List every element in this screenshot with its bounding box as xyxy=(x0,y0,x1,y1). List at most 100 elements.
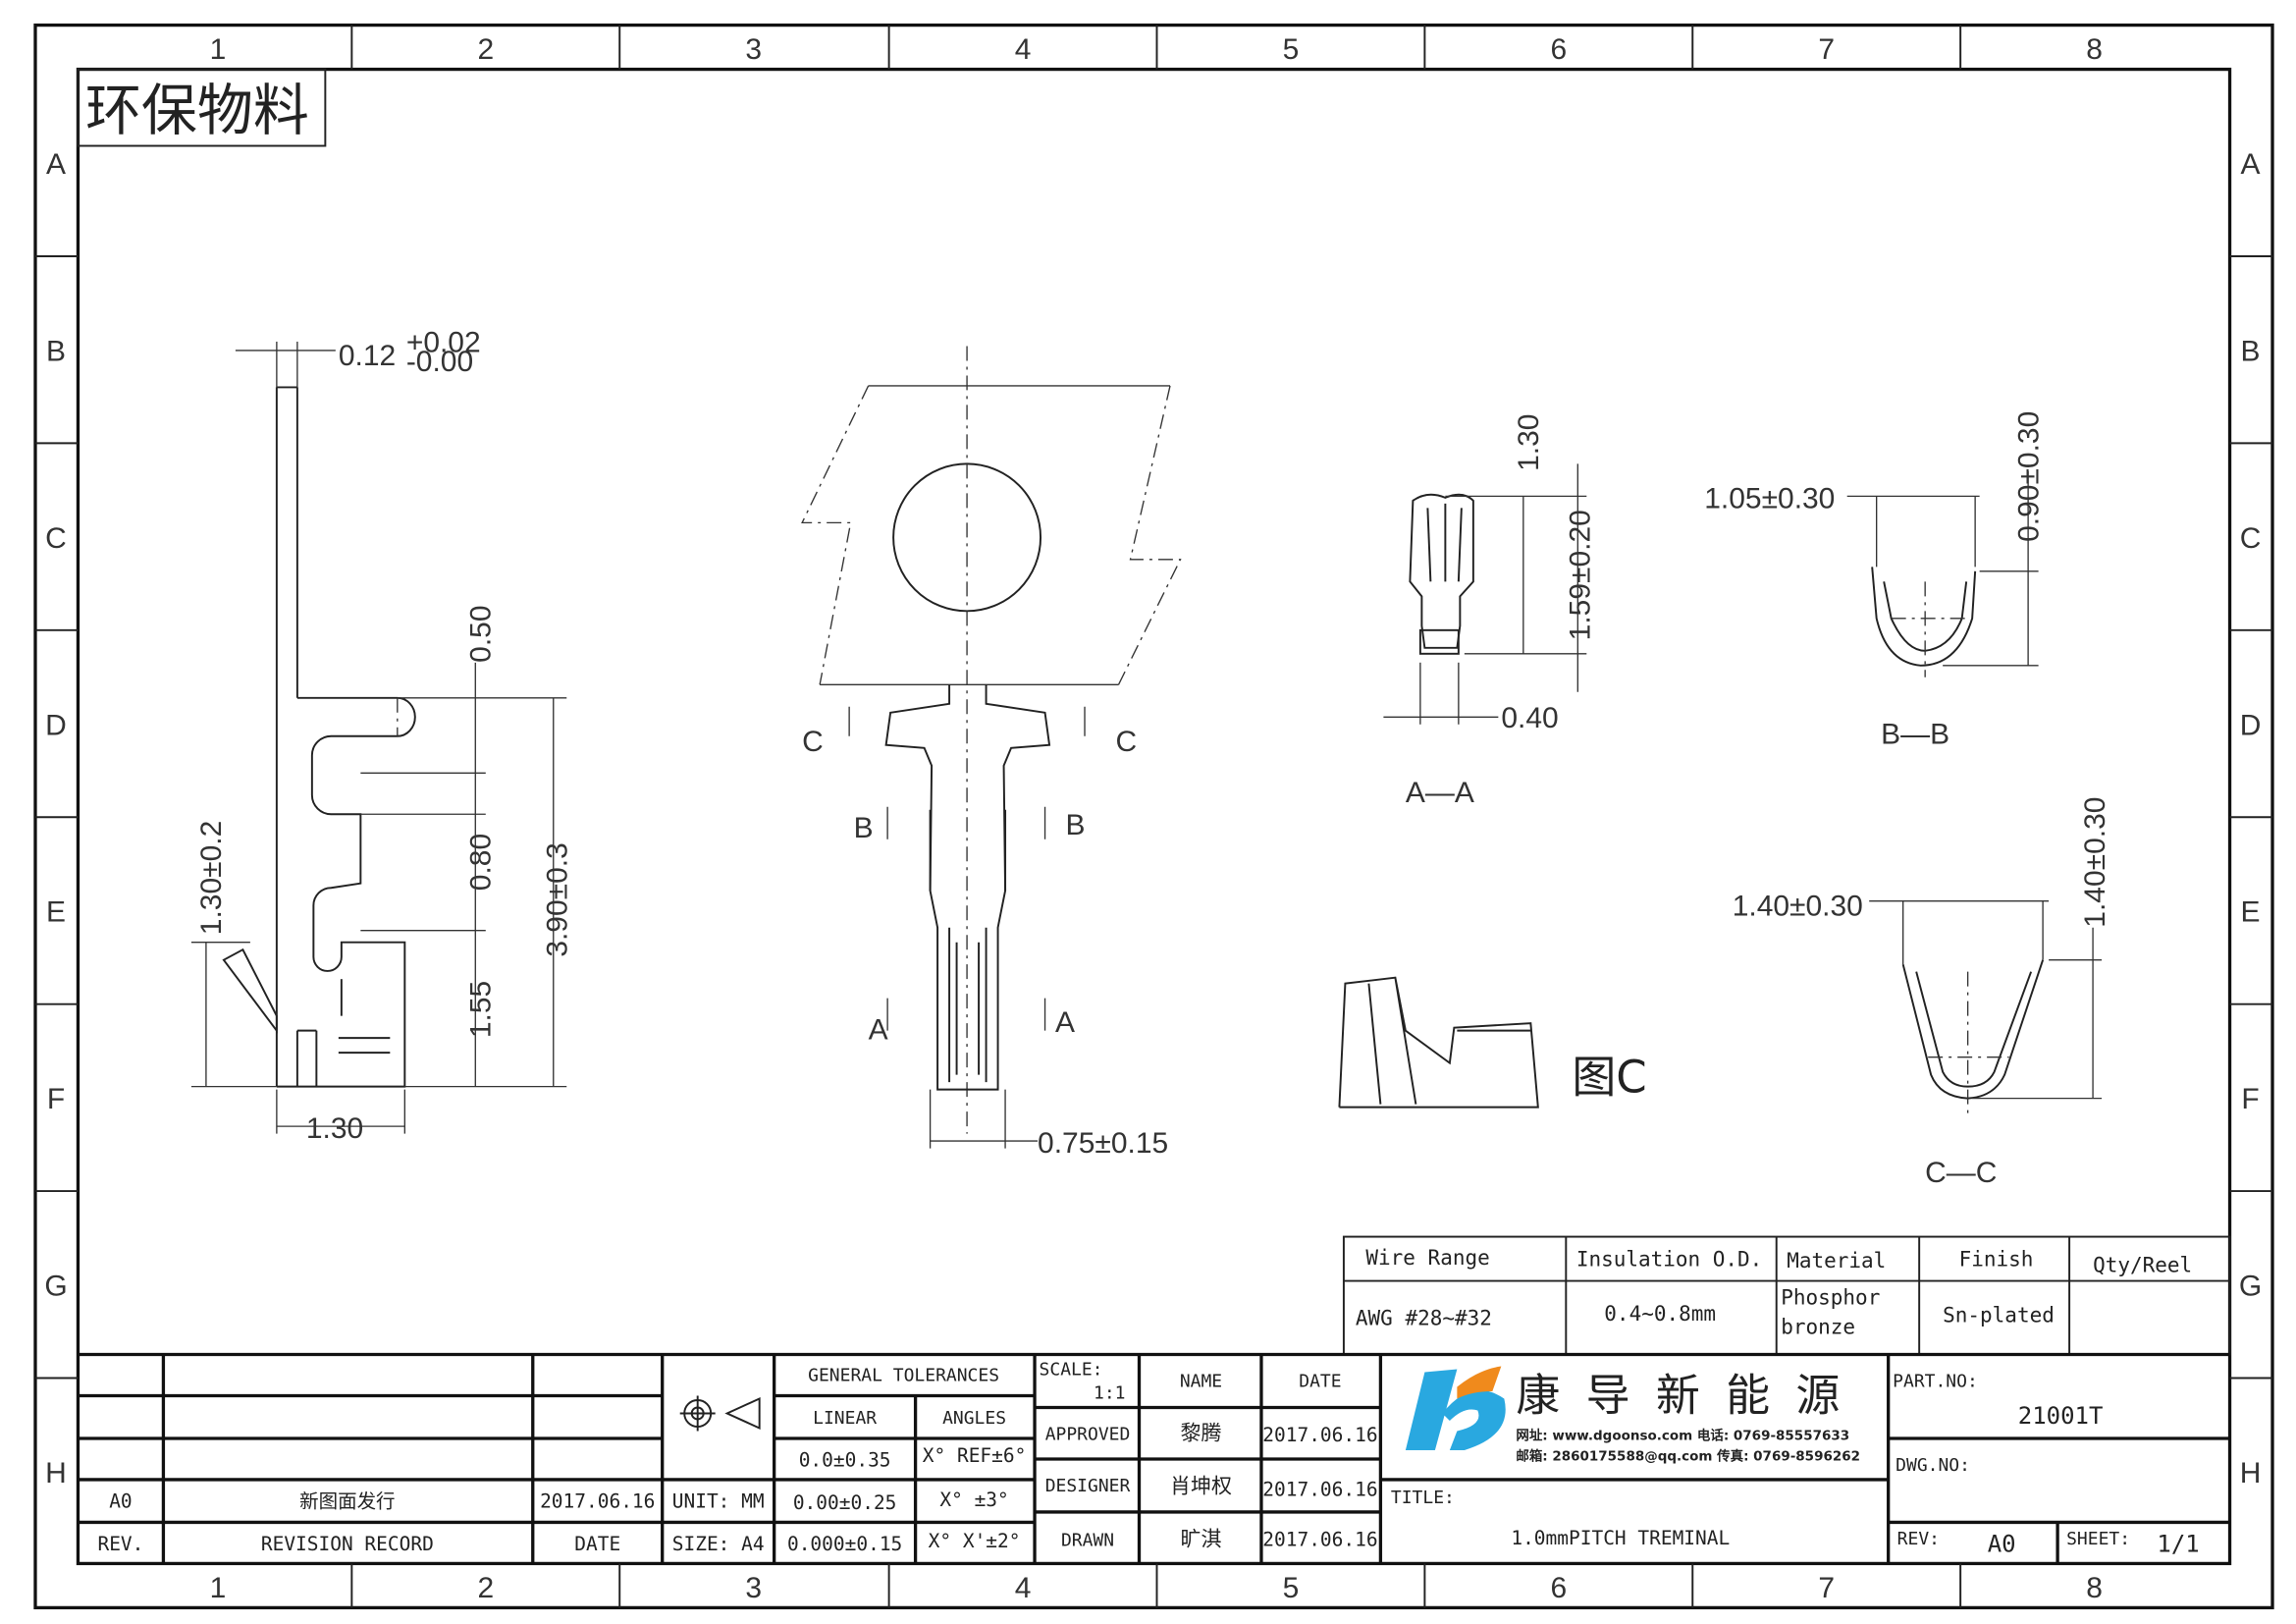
front-view xyxy=(801,346,1182,1134)
approved-label: APPROVED xyxy=(1045,1424,1131,1444)
thickness-tol-upper: +0.02 xyxy=(406,326,481,358)
dim-0-75: 0.75±0.15 xyxy=(1038,1127,1168,1160)
zone-col-label: 3 xyxy=(745,1572,762,1604)
linear-tol-2: 0.00±0.25 xyxy=(793,1491,897,1514)
dim-3-90: 3.90±0.3 xyxy=(541,842,573,956)
thickness-tol-lower: -0.00 xyxy=(406,346,473,378)
eco-material-stamp: 环保物料 xyxy=(85,79,309,143)
zone-grid xyxy=(34,25,2273,1608)
company-contact-line1: 网址: www.dgoonso.com 电话: 0769-85557633 xyxy=(1516,1427,1849,1443)
zone-col-label: 6 xyxy=(1550,33,1567,66)
zone-labels: 1 2 3 4 5 6 7 8 1 2 3 4 5 6 7 8 A B C D … xyxy=(44,33,2262,1604)
spec-header-material: Material xyxy=(1787,1249,1886,1272)
dim-0-80: 0.80 xyxy=(464,834,497,891)
zone-col-label: 5 xyxy=(1283,33,1300,66)
zone-col-label: 1 xyxy=(210,33,227,66)
revision-date: 2017.06.16 xyxy=(540,1489,655,1512)
zone-col-label: 8 xyxy=(2086,1572,2103,1604)
section-b-b xyxy=(1846,470,2039,677)
section-mark-a-right: A xyxy=(1055,1006,1075,1039)
general-tolerances: GENERAL TOLERANCES xyxy=(808,1366,999,1386)
approved-name: 黎腾 xyxy=(1180,1421,1221,1444)
spec-insulation: 0.4~0.8mm xyxy=(1604,1302,1716,1326)
spec-finish: Sn-plated xyxy=(1943,1304,2055,1327)
zone-col-label: 2 xyxy=(477,33,494,66)
figure-c-label: 图C xyxy=(1572,1052,1646,1104)
projection-symbol-icon xyxy=(679,1395,761,1432)
zone-row-label: C xyxy=(2240,522,2262,555)
scale-value: 1:1 xyxy=(1094,1382,1125,1403)
zone-col-label: 1 xyxy=(210,1572,227,1604)
section-mark-b-left: B xyxy=(854,812,874,844)
angle-tol-1: X° REF±6° xyxy=(923,1444,1027,1467)
aa-dim-0-40: 0.40 xyxy=(1501,702,1558,734)
zone-row-label: B xyxy=(46,335,66,367)
bb-dim-1-05: 1.05±0.30 xyxy=(1704,482,1835,514)
cc-dim-width: 1.40±0.30 xyxy=(1733,891,1863,923)
zone-row-label: D xyxy=(45,709,67,741)
spec-header-qty-reel: Qty/Reel xyxy=(2093,1254,2192,1277)
name-header: NAME xyxy=(1180,1371,1222,1391)
view-label-a-a: A—A xyxy=(1406,777,1474,809)
zone-col-label: 4 xyxy=(1015,1572,1032,1604)
spec-header-wire-range: Wire Range xyxy=(1365,1246,1489,1270)
zone-row-label: B xyxy=(2241,335,2261,367)
size: SIZE: A4 xyxy=(672,1533,765,1555)
zone-row-label: E xyxy=(46,896,66,929)
company-contact-line2: 邮箱: 2860175588@qq.com 传真: 0769-8596262 xyxy=(1516,1447,1860,1464)
cc-dim-height: 1.40±0.30 xyxy=(2079,797,2111,928)
title-label: TITLE: xyxy=(1391,1488,1455,1508)
angle-tol-3: X° X'±2° xyxy=(929,1530,1021,1552)
linear-tol-1: 0.0±0.35 xyxy=(799,1448,891,1471)
eco-stamp-box xyxy=(77,68,327,147)
designer-label: DESIGNER xyxy=(1045,1476,1131,1496)
view-label-c-c: C—C xyxy=(1925,1157,1997,1189)
revision-date-header: DATE xyxy=(574,1533,620,1555)
drawn-label: DRAWN xyxy=(1061,1530,1114,1550)
company-name: 康 导 新 能 源 xyxy=(1516,1369,1845,1421)
zone-col-label: 7 xyxy=(1818,1572,1835,1604)
rev-label: REV: xyxy=(1897,1529,1940,1549)
section-c-c xyxy=(1869,900,2103,1119)
dim-1-30-horizontal: 1.30 xyxy=(306,1112,363,1145)
part-no-label: PART.NO: xyxy=(1893,1371,1978,1391)
side-view xyxy=(222,386,416,1088)
revision-record-header: REVISION RECORD xyxy=(261,1533,434,1555)
zone-col-label: 3 xyxy=(745,33,762,66)
zone-row-label: H xyxy=(45,1457,67,1489)
linear-tol-3: 0.000±0.15 xyxy=(787,1533,902,1555)
dwg-no-label: DWG.NO: xyxy=(1896,1455,1970,1476)
dim-1-55: 1.55 xyxy=(464,981,497,1038)
section-mark-c-left: C xyxy=(802,726,824,758)
zone-row-label: E xyxy=(2241,896,2261,929)
revision-record: 新图面发行 xyxy=(299,1489,395,1512)
zone-row-label: G xyxy=(44,1271,67,1303)
zone-col-label: 8 xyxy=(2086,33,2103,66)
zone-row-label: G xyxy=(2239,1271,2262,1303)
drawn-name: 旷淇 xyxy=(1180,1527,1221,1550)
dim-1-30-vertical: 1.30±0.2 xyxy=(195,821,228,935)
thickness-dimension: 0.12 xyxy=(339,340,396,372)
zone-col-label: 4 xyxy=(1015,33,1032,66)
zone-row-label: C xyxy=(45,522,67,555)
sheet-value: 1/1 xyxy=(2157,1530,2199,1557)
company-logo xyxy=(1405,1366,1506,1450)
drawn-date: 2017.06.16 xyxy=(1262,1528,1377,1550)
drawing-title: 1.0mmPITCH TREMINAL xyxy=(1511,1527,1730,1549)
front-view-dimensions xyxy=(848,706,1086,1149)
zone-row-label: A xyxy=(46,148,66,181)
zone-col-label: 6 xyxy=(1550,1572,1567,1604)
part-number: 21001T xyxy=(2018,1402,2104,1430)
figure-c-isometric xyxy=(1338,976,1539,1109)
rev-value: A0 xyxy=(1988,1530,2016,1557)
dim-0-50: 0.50 xyxy=(464,605,497,662)
spec-header-finish: Finish xyxy=(1959,1248,2034,1272)
side-view-dimensions xyxy=(190,341,567,1134)
section-a-a xyxy=(1383,463,1587,725)
angle-tol-2: X° ±3° xyxy=(939,1489,1008,1511)
zone-col-label: 2 xyxy=(477,1572,494,1604)
designer-name: 肖坤权 xyxy=(1170,1474,1232,1497)
bb-dim-0-90: 0.90±0.30 xyxy=(2013,411,2046,542)
unit: UNIT: MM xyxy=(672,1489,765,1512)
